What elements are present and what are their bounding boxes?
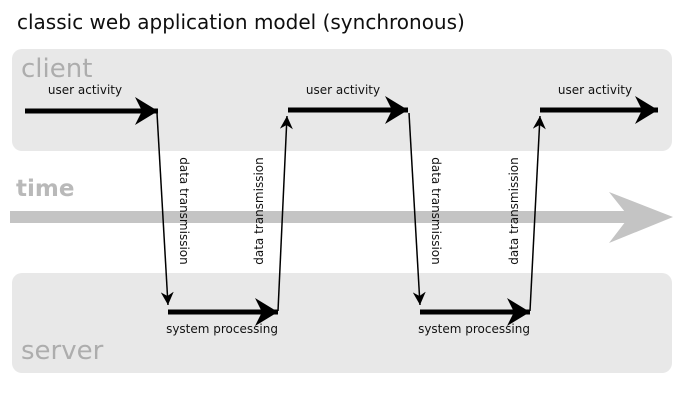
time-arrow [10,192,673,243]
server-band [12,273,672,373]
data-transmission-arrow-up-1 [277,115,293,312]
data-transmission-arrow-down-2 [408,112,426,306]
client-band [12,49,672,151]
user-activity-label-2: user activity [305,83,381,97]
time-band-label: time [16,176,75,202]
data-transmission-arrow-down-1 [156,112,174,306]
data-transmission-label-3: data transmission [429,157,443,265]
system-processing-label-1: system processing [166,322,278,336]
data-transmission-arrow-up-2 [529,115,546,312]
data-transmission-label-4: data transmission [507,157,521,265]
client-band-label: client [21,54,93,84]
data-transmission-label-1: data transmission [177,157,191,265]
diagram-title: classic web application model (synchrono… [17,10,465,34]
user-activity-label-1: user activity [47,83,123,97]
server-band-label: server [21,336,104,366]
data-transmission-label-2: data transmission [252,157,266,265]
user-activity-label-3: user activity [557,83,633,97]
system-processing-label-2: system processing [418,322,530,336]
